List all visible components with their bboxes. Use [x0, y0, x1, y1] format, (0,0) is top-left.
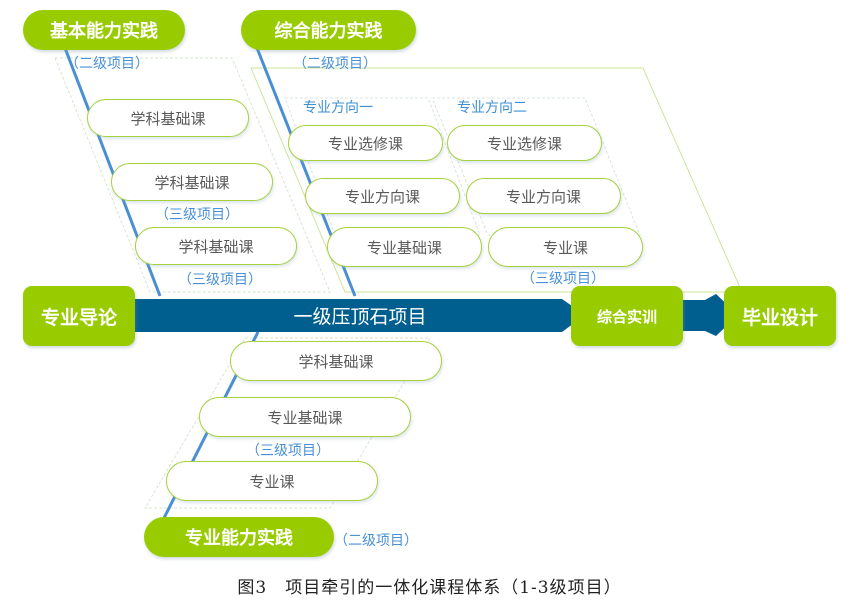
comprehensive-branch-title[interactable]: 综合能力实践: [241, 10, 416, 50]
basic-sub-tag-2: （三级项目）: [178, 272, 262, 288]
direction-1-course-2[interactable]: 专业方向课: [305, 178, 460, 214]
professional-branch-frame: [144, 337, 431, 509]
professional-course-1[interactable]: 学科基础课: [230, 341, 442, 381]
direction-1-label: 专业方向一: [303, 100, 373, 116]
comprehensive-sub-tag: （三级项目）: [521, 271, 605, 287]
professional-level-tag: （二级项目）: [334, 533, 418, 549]
basic-sub-tag-1: （三级项目）: [155, 207, 239, 223]
direction-1-frame: [284, 97, 481, 236]
main-arrow: [132, 299, 585, 332]
secondary-arrow: [672, 294, 738, 336]
middle-node[interactable]: 综合实训: [571, 286, 683, 346]
comprehensive-level-tag: （二级项目）: [293, 56, 377, 72]
professional-sub-tag: （三级项目）: [246, 443, 330, 459]
direction-2-course-2[interactable]: 专业方向课: [466, 178, 621, 214]
start-node[interactable]: 专业导论: [23, 286, 135, 346]
direction-2-course-1[interactable]: 专业选修课: [447, 125, 602, 161]
basic-course-3[interactable]: 学科基础课: [135, 227, 297, 265]
end-node[interactable]: 毕业设计: [724, 286, 836, 346]
basic-branch-title[interactable]: 基本能力实践: [23, 10, 185, 50]
main-arrow-label: 一级压顶石项目: [293, 306, 427, 328]
direction-1-course-1[interactable]: 专业选修课: [288, 125, 443, 161]
basic-course-2[interactable]: 学科基础课: [111, 163, 273, 201]
figure-caption: 图3 项目牵引的一体化课程体系（1-3级项目）: [237, 578, 622, 598]
professional-branch-title[interactable]: 专业能力实践: [144, 517, 334, 557]
basic-course-1[interactable]: 学科基础课: [87, 99, 249, 137]
direction-2-course-3[interactable]: 专业课: [488, 227, 643, 267]
professional-course-3[interactable]: 专业课: [166, 461, 378, 501]
direction-2-label: 专业方向二: [457, 100, 527, 116]
direction-2-frame: [431, 97, 641, 236]
basic-branch-frame: [54, 57, 331, 293]
direction-1-course-3[interactable]: 专业基础课: [327, 227, 482, 267]
professional-course-2[interactable]: 专业基础课: [199, 397, 411, 437]
basic-level-tag: （二级项目）: [65, 56, 149, 72]
